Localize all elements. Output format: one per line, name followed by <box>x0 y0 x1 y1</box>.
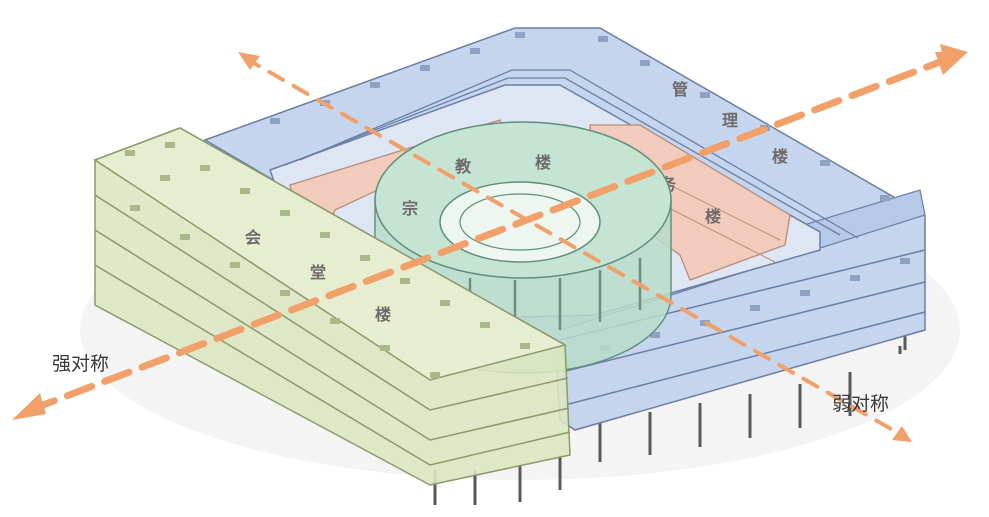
green-floor-2 <box>94 229 570 441</box>
blue-label-2: 理 <box>722 111 738 130</box>
green-label-3: 楼 <box>375 305 391 324</box>
weak-axis-arrow-start <box>238 52 260 70</box>
weak-axis-arrow-end <box>892 426 912 442</box>
strong-axis-label: 强对称 <box>52 353 109 375</box>
pink-label-3: 楼 <box>705 207 721 226</box>
green-floor-1 <box>94 194 569 411</box>
strong-axis-arrow-right-head <box>940 44 968 70</box>
green-label-1: 会 <box>245 228 261 247</box>
blue-label-1: 管 <box>672 80 688 99</box>
blue-inner-ring-1 <box>284 77 841 236</box>
weak-axis-label: 弱对称 <box>832 393 889 415</box>
blue-columns <box>598 330 907 462</box>
strong-axis-line <box>26 58 944 414</box>
green-label-2: 堂 <box>310 263 326 282</box>
round-label-1: 宗 <box>402 199 418 218</box>
strong-axis-arrow-left <box>12 393 46 420</box>
weak-symmetry-axis <box>238 52 912 442</box>
weak-axis-line <box>243 56 907 439</box>
green-building: 会 堂 楼 <box>93 127 571 505</box>
green-column-heads <box>125 142 530 378</box>
round-inner-ring <box>459 193 581 251</box>
blue-label-3: 楼 <box>772 147 788 166</box>
strong-symmetry-axis <box>12 44 968 420</box>
round-label-3: 楼 <box>535 153 551 172</box>
blue-slab-line-2 <box>561 281 926 373</box>
green-floor-3 <box>94 264 571 466</box>
blue-slab-line-3 <box>564 311 926 406</box>
round-label-2: 教 <box>455 157 472 176</box>
blue-inner-ring-2 <box>299 69 859 239</box>
green-top-slab <box>93 127 567 381</box>
